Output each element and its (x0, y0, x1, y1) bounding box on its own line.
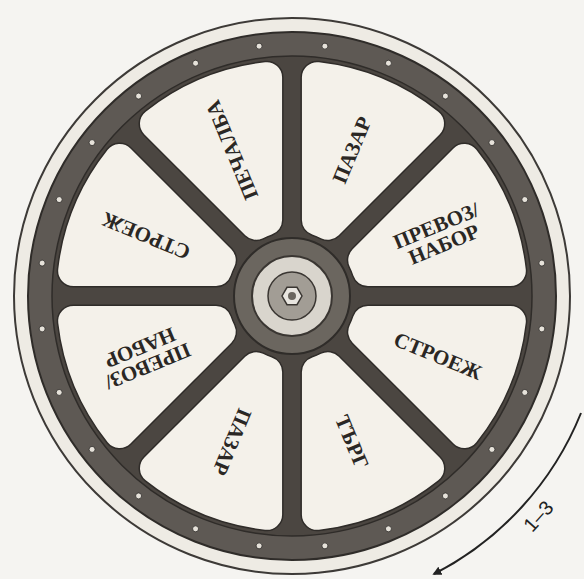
wheel-segment (139, 61, 283, 240)
wheel-field: ПРЕВОЗ/ НАБОР (386, 197, 494, 272)
rivet (56, 389, 62, 395)
wheel-segment (301, 351, 445, 530)
wheel-field: СТРОЕЖ (78, 200, 215, 272)
field-name: СТРОЕЖ (369, 320, 506, 392)
wheel-segment (57, 305, 236, 449)
rivet (256, 43, 262, 49)
turn-arrow (434, 413, 581, 574)
field-name: ПРЕВОЗ/ НАБОР (386, 197, 494, 272)
rivet (442, 93, 448, 99)
wheel-field: ПАЗАР (196, 373, 268, 510)
field-name: СТРОЕЖ (78, 200, 215, 272)
rivet (193, 60, 199, 66)
rivet (136, 493, 142, 499)
hub-cap (268, 272, 316, 320)
rivet (489, 446, 495, 452)
rivet (136, 93, 142, 99)
rivet (489, 140, 495, 146)
rivet (522, 389, 528, 395)
wedge-group (57, 61, 526, 530)
rivet (89, 140, 95, 146)
rivet (385, 526, 391, 532)
field-name: ПРЕВОЗ/ НАБОР (90, 320, 198, 395)
iron-band (28, 32, 556, 560)
rivet (442, 493, 448, 499)
outer-rim (14, 18, 570, 574)
rivet-group (39, 43, 545, 549)
hub-ring (252, 256, 332, 336)
rivet (539, 260, 545, 266)
spoke-frame (52, 56, 532, 536)
field-name: ПАЗАР (316, 82, 388, 219)
field-name: ПЕЧАЛБА (196, 82, 268, 219)
wheel-field: СТРОЕЖ (369, 320, 506, 392)
bolt-hole (288, 292, 296, 300)
wheel-segment (347, 143, 526, 287)
wheel-field: ПРЕВОЗ/ НАБОР (90, 320, 198, 395)
hub-bolt (282, 287, 302, 304)
rivet (39, 260, 45, 266)
hub (234, 238, 350, 354)
turn-count: 1–3 (518, 496, 557, 536)
rivet (522, 197, 528, 203)
field-name: ТЪРГ (316, 373, 388, 510)
rivet (322, 43, 328, 49)
rivet (385, 60, 391, 66)
rivet (256, 543, 262, 549)
wheel-field: ТЪРГ (316, 373, 388, 510)
rivet (539, 326, 545, 332)
wheel-field: ПЕЧАЛБА (196, 82, 268, 219)
rivet (322, 543, 328, 549)
field-name: ПАЗАР (196, 373, 268, 510)
rivet (89, 446, 95, 452)
wheel-field: ПАЗАР (316, 82, 388, 219)
rivet (193, 526, 199, 532)
rivet (39, 326, 45, 332)
rivet (56, 197, 62, 203)
